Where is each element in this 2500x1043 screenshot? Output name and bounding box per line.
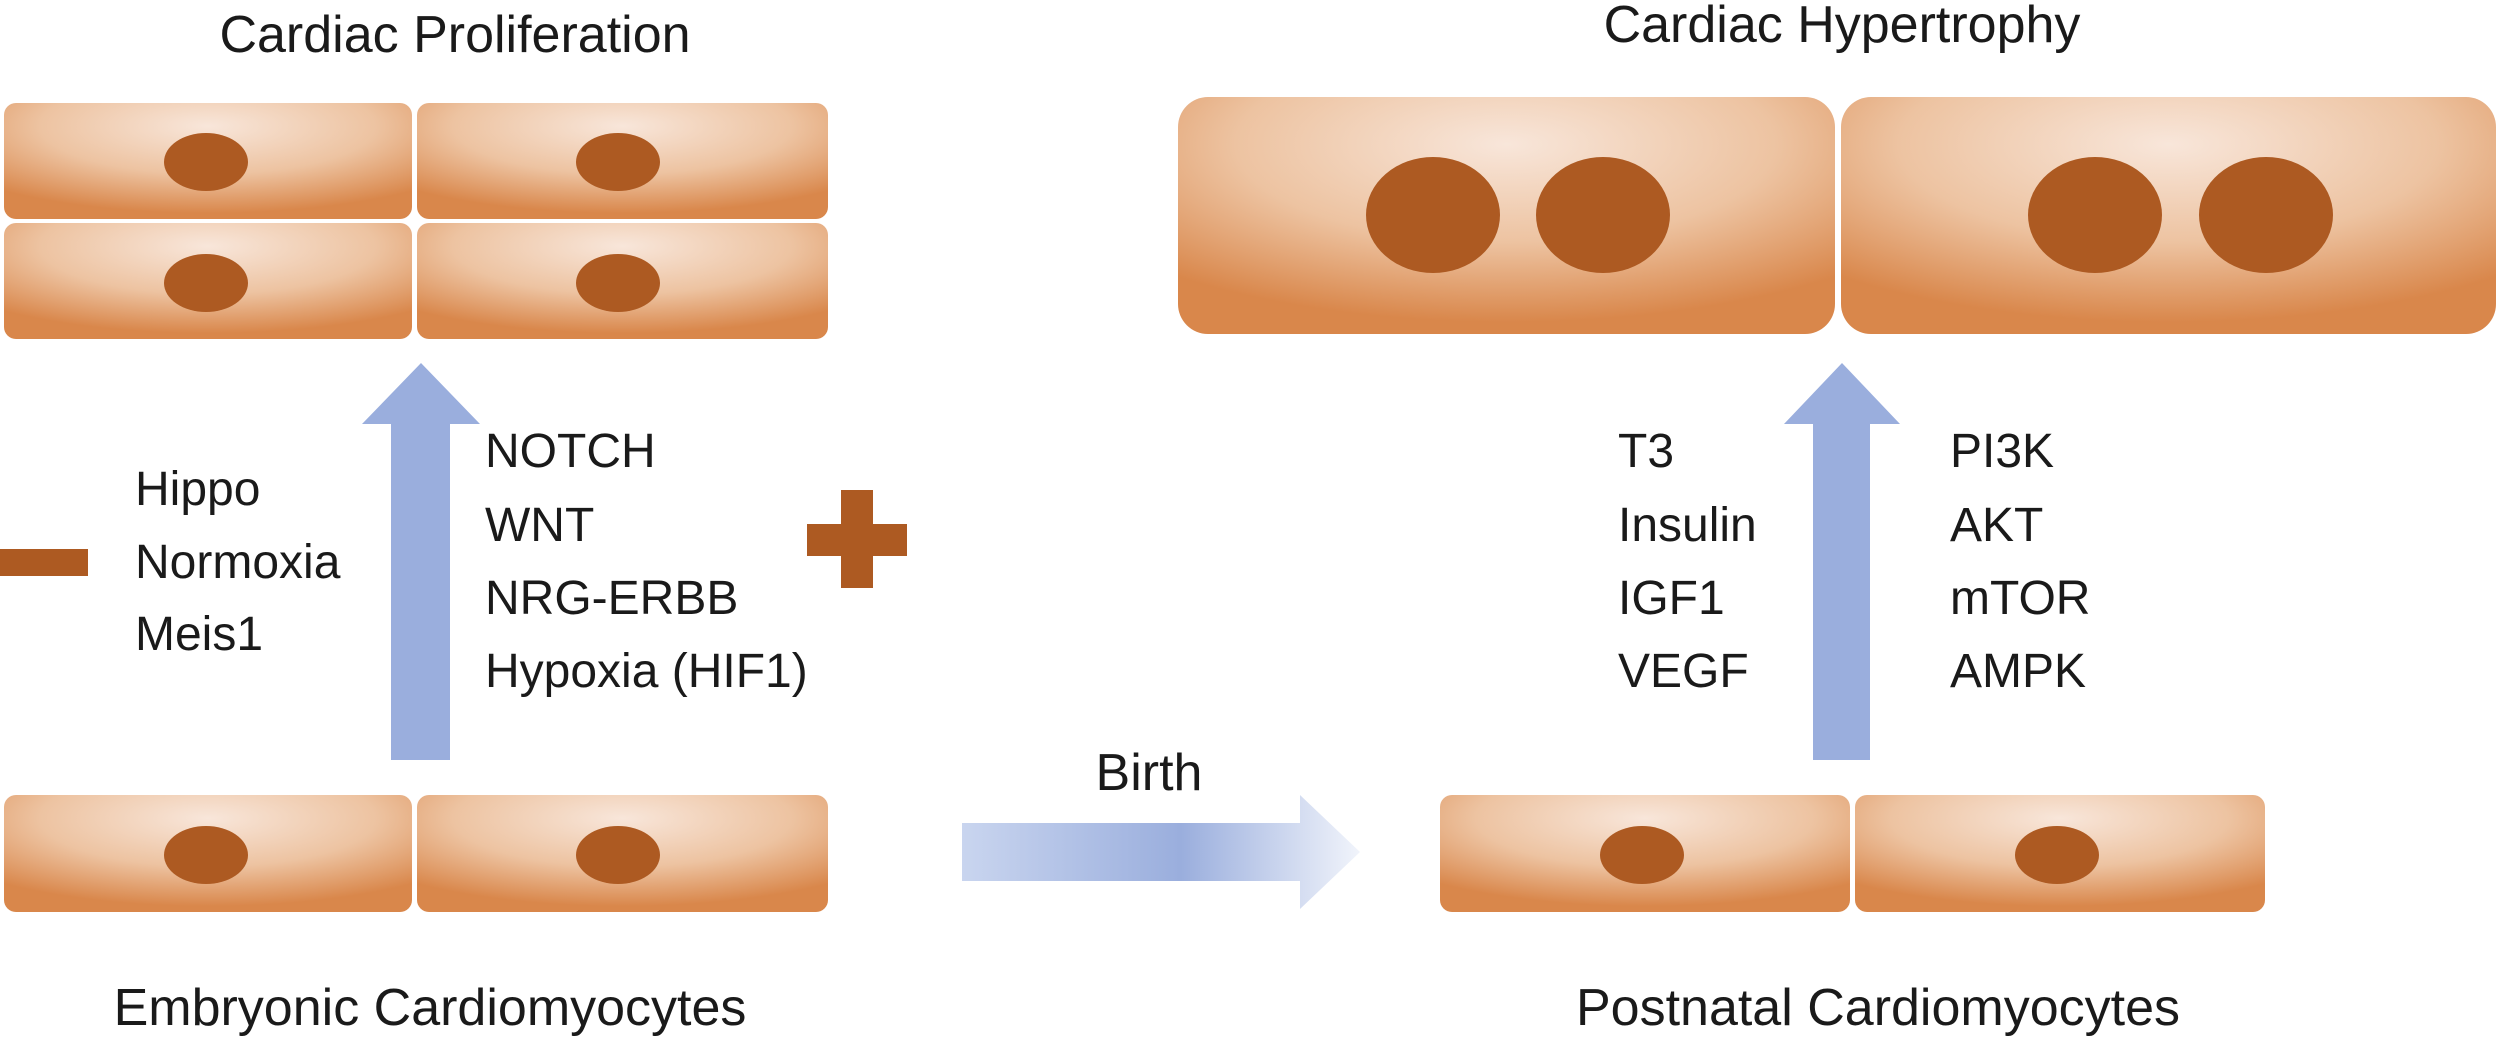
hypertrophy-factors-left-list: T3 Insulin IGF1 VEGF	[1618, 425, 1757, 698]
nucleus	[164, 133, 248, 191]
title-postnatal-cardiomyocytes: Postnatal Cardiomyocytes	[1576, 979, 2180, 1037]
cardiomyocyte	[4, 795, 412, 912]
cardiomyocyte	[4, 103, 412, 219]
positive-regulator-item: NRG-ERBB	[485, 572, 738, 625]
hypertrophy-factors-right-list: PI3K AKT mTOR AMPK	[1950, 425, 2090, 698]
embryonic-cell-block	[4, 795, 828, 912]
cardiomyocyte	[4, 223, 412, 339]
negative-regulators-list: Hippo Normoxia Meis1	[135, 463, 341, 661]
hypertrophy-factor-item: VEGF	[1618, 645, 1749, 698]
hypertrophy-up-arrow	[1784, 363, 1900, 760]
nucleus	[2199, 157, 2333, 273]
cardiomyocyte	[417, 103, 828, 219]
hypertrophy-factor-item: AKT	[1950, 499, 2043, 552]
hypertrophy-factor-item: AMPK	[1950, 645, 2086, 698]
cardiomyocyte	[417, 795, 828, 912]
cardiomyocyte	[1178, 97, 1835, 334]
nucleus	[576, 826, 660, 884]
hypertrophy-factor-item: Insulin	[1618, 499, 1757, 552]
hypertrophy-factor-item: mTOR	[1950, 572, 2090, 625]
positive-regulators-list: NOTCH WNT NRG-ERBB Hypoxia (HIF1)	[485, 425, 808, 698]
proliferation-cell-block	[4, 103, 828, 339]
positive-regulator-item: WNT	[485, 499, 594, 552]
negative-regulator-item: Normoxia	[135, 536, 341, 589]
nucleus	[2015, 826, 2099, 884]
negative-regulator-item: Hippo	[135, 463, 260, 516]
minus-icon	[0, 549, 88, 576]
birth-label: Birth	[1096, 744, 1203, 802]
cardiomyocyte	[417, 223, 828, 339]
nucleus	[1536, 157, 1670, 273]
title-cardiac-proliferation: Cardiac Proliferation	[219, 6, 690, 64]
nucleus	[1366, 157, 1500, 273]
cardiomyocyte	[1855, 795, 2265, 912]
hypertrophy-factor-item: IGF1	[1618, 572, 1725, 625]
positive-regulator-item: Hypoxia (HIF1)	[485, 645, 808, 698]
proliferation-up-arrow	[362, 363, 480, 760]
birth-arrow	[962, 795, 1360, 909]
title-embryonic-cardiomyocytes: Embryonic Cardiomyocytes	[114, 979, 747, 1037]
postnatal-cell-block	[1440, 795, 2265, 912]
nucleus	[164, 254, 248, 312]
cardiomyocyte	[1841, 97, 2496, 334]
hypertrophy-factor-item: T3	[1618, 425, 1674, 478]
plus-icon	[807, 490, 907, 588]
nucleus	[576, 254, 660, 312]
hypertrophy-factor-item: PI3K	[1950, 425, 2054, 478]
negative-regulator-item: Meis1	[135, 608, 263, 661]
hypertrophy-cell-block	[1178, 97, 2496, 334]
positive-regulator-item: NOTCH	[485, 425, 656, 478]
nucleus	[2028, 157, 2162, 273]
nucleus	[164, 826, 248, 884]
cardiomyocyte	[1440, 795, 1850, 912]
nucleus	[1600, 826, 1684, 884]
nucleus	[576, 133, 660, 191]
title-cardiac-hypertrophy: Cardiac Hypertrophy	[1604, 0, 2081, 54]
